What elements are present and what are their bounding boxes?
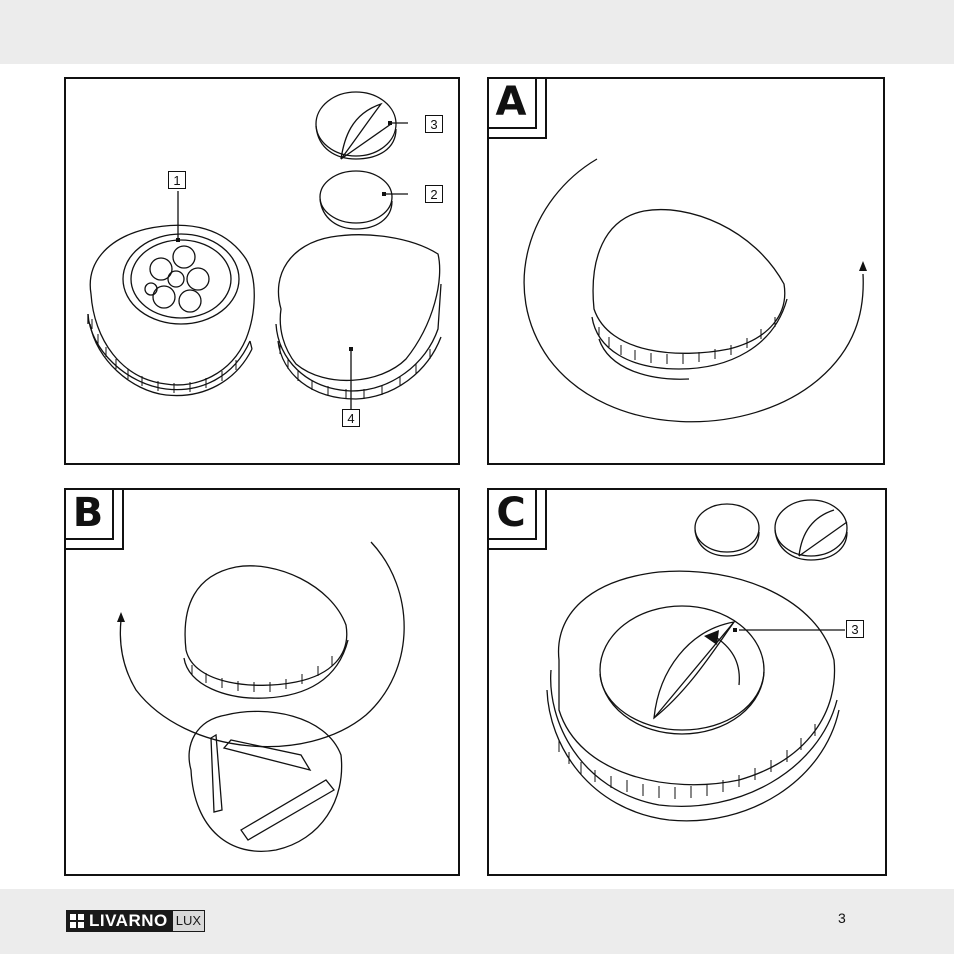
livarno-lux-logo: LIVARNO LUX (66, 910, 205, 932)
step-a-tab: A (487, 77, 547, 139)
step-c-panel: C 3 (487, 488, 887, 876)
step-c-letter: C (487, 488, 537, 540)
step-a-illustration (489, 79, 883, 463)
callout-2: 2 (425, 185, 443, 203)
logo-suffix-text: LUX (172, 910, 205, 932)
step-b-panel: B (64, 488, 460, 876)
overview-panel: 1 2 3 4 (64, 77, 460, 465)
step-b-illustration (66, 490, 458, 874)
callout-3-step-c: 3 (846, 620, 864, 638)
step-c-tab: C (487, 488, 547, 550)
step-b-tab: B (64, 488, 124, 550)
step-a-panel: A (487, 77, 885, 465)
step-c-illustration (489, 490, 885, 874)
overview-illustration (66, 79, 458, 463)
page-number: 3 (838, 910, 846, 926)
step-a-letter: A (487, 77, 537, 129)
step-b-letter: B (64, 488, 114, 540)
logo-main: LIVARNO (66, 910, 172, 932)
brand-mark-icon (70, 914, 84, 928)
callout-4: 4 (342, 409, 360, 427)
callout-1: 1 (168, 171, 186, 189)
callout-3: 3 (425, 115, 443, 133)
top-band (0, 0, 954, 64)
logo-brand-text: LIVARNO (89, 910, 168, 932)
